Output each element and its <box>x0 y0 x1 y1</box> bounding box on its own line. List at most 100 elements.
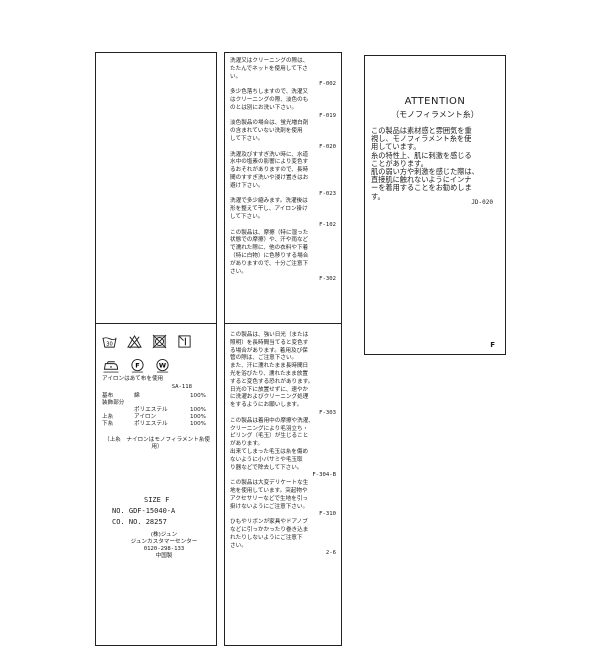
svg-text:30: 30 <box>106 342 113 348</box>
attention-body: この製品は素材感と雰囲気を重視し、モノフィラメント糸を使用しています。糸の特性上… <box>371 126 503 201</box>
instruction-code: F-019 <box>319 112 336 119</box>
instruction-line: ひもやリボンが家具やドアノブ <box>230 519 308 526</box>
instruction-code: F-310 <box>319 511 336 518</box>
instruction-code: F-102 <box>319 221 336 228</box>
instruction-line: 洗濯及びすすぎ洗い時に、水道 <box>230 151 309 158</box>
label-divider <box>225 323 341 324</box>
instruction-line: で濡れた際に、他の衣料や下着 <box>230 245 309 252</box>
no-bleach-icon <box>127 334 142 349</box>
instruction-line: 洗濯で多少縮みます。洗濯後は <box>230 198 308 205</box>
fiber-row: 下糸 ポリエステル 100% <box>102 421 206 428</box>
fiber-part: 下糸 <box>102 421 114 427</box>
attention-line: 肌の弱い方や刺激を感じた際は、 <box>371 167 479 177</box>
wash-30-icon: 30 <box>102 334 117 349</box>
fiber-note-2: 用） <box>151 444 163 450</box>
instruction-line: アクセサリーなどで生地を引っ <box>230 495 308 502</box>
attention-code: JD-020 <box>471 199 493 206</box>
fiber-percent <box>182 400 206 407</box>
care-symbols-row-1: 30 <box>102 331 214 350</box>
size-letter: F <box>490 341 495 349</box>
instruction-line: るおそれがありますので、長時 <box>230 167 309 174</box>
instruction-code: F-023 <box>319 190 336 197</box>
instruction-line: などに引っかかったり巻き込ま <box>230 526 309 533</box>
instruction-line: る場合があります。着用及び保 <box>230 347 308 354</box>
care-symbols-row-2: F W <box>102 355 214 374</box>
instruction-line: 出来てしまった毛玉は糸を傷め <box>230 448 309 455</box>
instruction-line: い。 <box>230 73 242 80</box>
instruction-line: がありますので、十分ご注意下 <box>230 260 309 267</box>
instruction-line: のとは別にお洗い下さい。 <box>230 104 298 111</box>
instruction-line: また、汗に濡れたまま長時間日 <box>230 363 309 370</box>
instruction-line: 状態での摩擦）や、汗や雨など <box>230 237 309 244</box>
fiber-row: 装飾部分 <box>102 400 206 407</box>
instruction-line: の含まれていない洗剤を使用 <box>230 128 303 135</box>
fiber-row: 基布 綿 100% <box>102 393 206 400</box>
instruction-line: たたんでネットを使用して下さ <box>230 65 308 72</box>
fiber-row: 上糸 アイロン 100% <box>102 414 206 421</box>
line-dry-shade-icon <box>177 334 192 349</box>
fiber-note-1: （上糸 ナイロンはモノフィラメント糸使 <box>103 437 210 443</box>
fiber-part <box>102 407 134 414</box>
instruction-code: F-020 <box>319 143 336 150</box>
fiber-percent: 100% <box>190 407 206 413</box>
attention-line: す。 <box>371 191 385 201</box>
fiber-material: 綿 <box>134 393 140 399</box>
instruction-line: はクリーニングの際、淡色のも <box>230 96 309 103</box>
instruction-line: 光を浴びたり、濡れたまま放置 <box>230 370 308 377</box>
fiber-percent: 100% <box>190 421 206 427</box>
instruction-line: をするようにお願いします。 <box>230 402 303 409</box>
instruction-line: この製品は、強い日光（または <box>230 332 309 338</box>
attention-line: 直接肌に触れないようにインナ <box>371 175 472 185</box>
instruction-line: すると変色する恐れがあります。 <box>230 378 314 385</box>
fiber-material <box>134 400 182 407</box>
fiber-part: 基布 <box>102 393 114 399</box>
instruction-line: 地を使用しています。突起物や <box>230 487 308 494</box>
fiber-row: ポリエステル 100% <box>102 407 206 414</box>
instruction-line: 多少色落ちしますので、洗濯又 <box>230 89 309 96</box>
fiber-material: ポリエステル <box>134 407 168 413</box>
instruction-line: 形を整えて干し、アイロン掛け <box>230 206 308 213</box>
instruction-line: この製品は着用中の摩擦や洗濯、 <box>230 417 314 424</box>
label-divider <box>96 323 216 324</box>
instruction-code: F-302 <box>319 276 336 283</box>
instruction-line: ないように小バサミや毛玉取 <box>230 456 303 463</box>
instruction-line: 管の際は、ご注意下さい。 <box>230 355 298 362</box>
instruction-line: この製品は大変デリケートな生 <box>230 480 309 487</box>
fiber-part: 上糸 <box>102 414 114 420</box>
instruction-line: して下さい。 <box>230 213 264 220</box>
no-tumble-dry-icon <box>152 334 167 349</box>
instruction-line: 間のすすぎ洗いや浸け置きはお <box>230 174 309 181</box>
company-name: (株)ジュン <box>150 532 178 538</box>
instruction-line: さい。 <box>230 542 247 549</box>
instruction-line: 日光の下に放置せずに、速やか <box>230 386 309 393</box>
fiber-percent: 100% <box>190 393 206 399</box>
instruction-line: ピリング（毛玉）が生じること <box>230 433 309 440</box>
attention-line: 用しています。 <box>371 142 421 152</box>
instruction-line: さい。 <box>230 268 247 275</box>
attention-line: 糸の特性上、肌に刺激を感じる <box>371 150 472 160</box>
instruction-line: クリーニングにより毛羽立ち・ <box>230 425 309 432</box>
iron-note: アイロンはあて布を使用 <box>102 376 164 382</box>
fiber-material: ポリエステル <box>134 421 168 427</box>
instruction-line: があります。 <box>230 441 264 448</box>
product-number: NO. GDF-15040-A <box>112 507 176 515</box>
phone-number: 0120-298-133 <box>143 546 185 552</box>
fiber-percent: 100% <box>190 414 206 420</box>
instruction-line: 掛けないようにご注意下さい。 <box>230 503 309 510</box>
instruction-line: に洗濯およびクリーニング処理 <box>230 394 309 401</box>
svg-text:W: W <box>159 361 167 369</box>
svg-text:F: F <box>135 361 139 369</box>
instruction-line: して下さい。 <box>230 135 264 142</box>
co-number: CO. NO. 28257 <box>112 518 167 526</box>
iron-code: SA-118 <box>171 384 192 390</box>
attention-title: ATTENTION <box>404 96 466 107</box>
instruction-line: この製品は、摩擦（特に湿った <box>230 229 309 236</box>
instruction-code: F-002 <box>319 81 336 88</box>
attention-line: ことがあります。 <box>371 158 428 168</box>
wet-clean-w-icon: W <box>155 358 170 373</box>
instruction-line: 避け下さい。 <box>230 182 264 189</box>
fiber-material: アイロン <box>134 414 157 420</box>
